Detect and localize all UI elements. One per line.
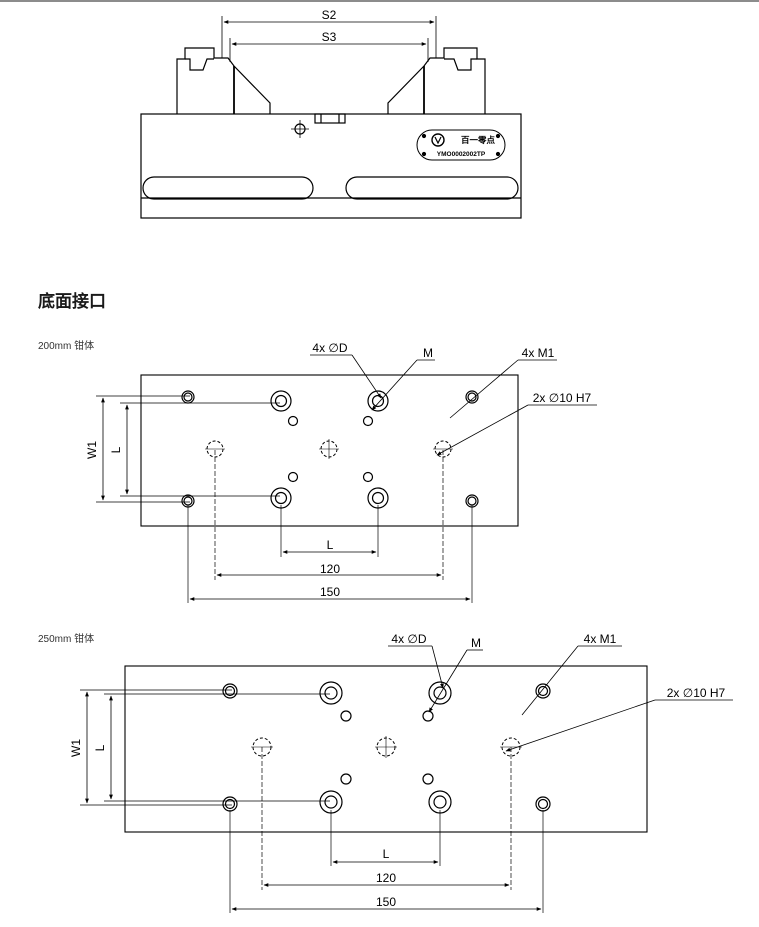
- brand-badge: [416, 129, 506, 161]
- m1-holes-200: [181, 390, 479, 508]
- dim-120-200: 120: [320, 562, 340, 576]
- dim-l-horizontal-250: L: [383, 847, 390, 861]
- dim-s3-label: S3: [322, 30, 337, 44]
- pin-crosshairs-250: [251, 736, 522, 758]
- plate-outline-200: [140, 374, 519, 527]
- label-m-250: M: [471, 636, 481, 650]
- counterbore-holes-200: [270, 390, 389, 509]
- dim-w1-200: W1: [85, 441, 99, 459]
- dim-s2-label: S2: [322, 8, 337, 22]
- label-pin-250: 2x ∅10 H7: [667, 686, 726, 700]
- m-holes-250: [340, 710, 434, 785]
- counterbore-holes-250: [319, 681, 452, 814]
- right-jaw-notch: [444, 58, 477, 71]
- label-m-200: M: [423, 346, 433, 360]
- bottom-view-200: [96, 354, 597, 603]
- dim-l-vertical-250: L: [93, 744, 107, 751]
- vise-front-view: [140, 47, 522, 219]
- vise-slot-right: [345, 176, 519, 200]
- leaders-250: [388, 645, 733, 752]
- m1-holes-250: [222, 683, 551, 812]
- m-holes-200: [287, 415, 374, 483]
- brand-logo-icon: [431, 133, 445, 147]
- bottom-view-250: [80, 645, 733, 913]
- dim-150-200: 150: [320, 585, 340, 599]
- section-heading: 底面接口: [38, 292, 106, 311]
- label-d-200: 4x ∅D: [312, 341, 347, 355]
- vise-slot-left: [142, 176, 314, 200]
- jaw-dimensions: [221, 16, 437, 62]
- top-divider-line: [0, 0, 759, 2]
- badge-brand-text: 百一零点: [461, 135, 496, 145]
- dim-150-250: 150: [376, 895, 396, 909]
- subtitle-250mm: 250mm 钳体: [38, 634, 95, 645]
- badge-model-text: YMO0002002TP: [437, 151, 486, 158]
- dim-w1-250: W1: [69, 739, 83, 757]
- label-pin-200: 2x ∅10 H7: [533, 391, 592, 405]
- dim-l-vertical-200: L: [109, 446, 123, 453]
- subtitle-200mm: 200mm 钳体: [38, 341, 95, 352]
- left-jaw-notch: [185, 58, 214, 71]
- plate-outline-250: [124, 665, 648, 833]
- dim-l-horizontal-200: L: [327, 538, 334, 552]
- pin-crosshairs-200: [205, 439, 453, 459]
- dim-120-250: 120: [376, 871, 396, 885]
- right-jaw-outline: [387, 47, 486, 114]
- label-m1-250: 4x M1: [584, 632, 617, 646]
- label-m1-200: 4x M1: [522, 346, 555, 360]
- left-jaw-outline: [176, 47, 271, 114]
- center-block: [314, 113, 346, 124]
- leaders-200: [310, 354, 597, 456]
- label-d-250: 4x ∅D: [391, 632, 426, 646]
